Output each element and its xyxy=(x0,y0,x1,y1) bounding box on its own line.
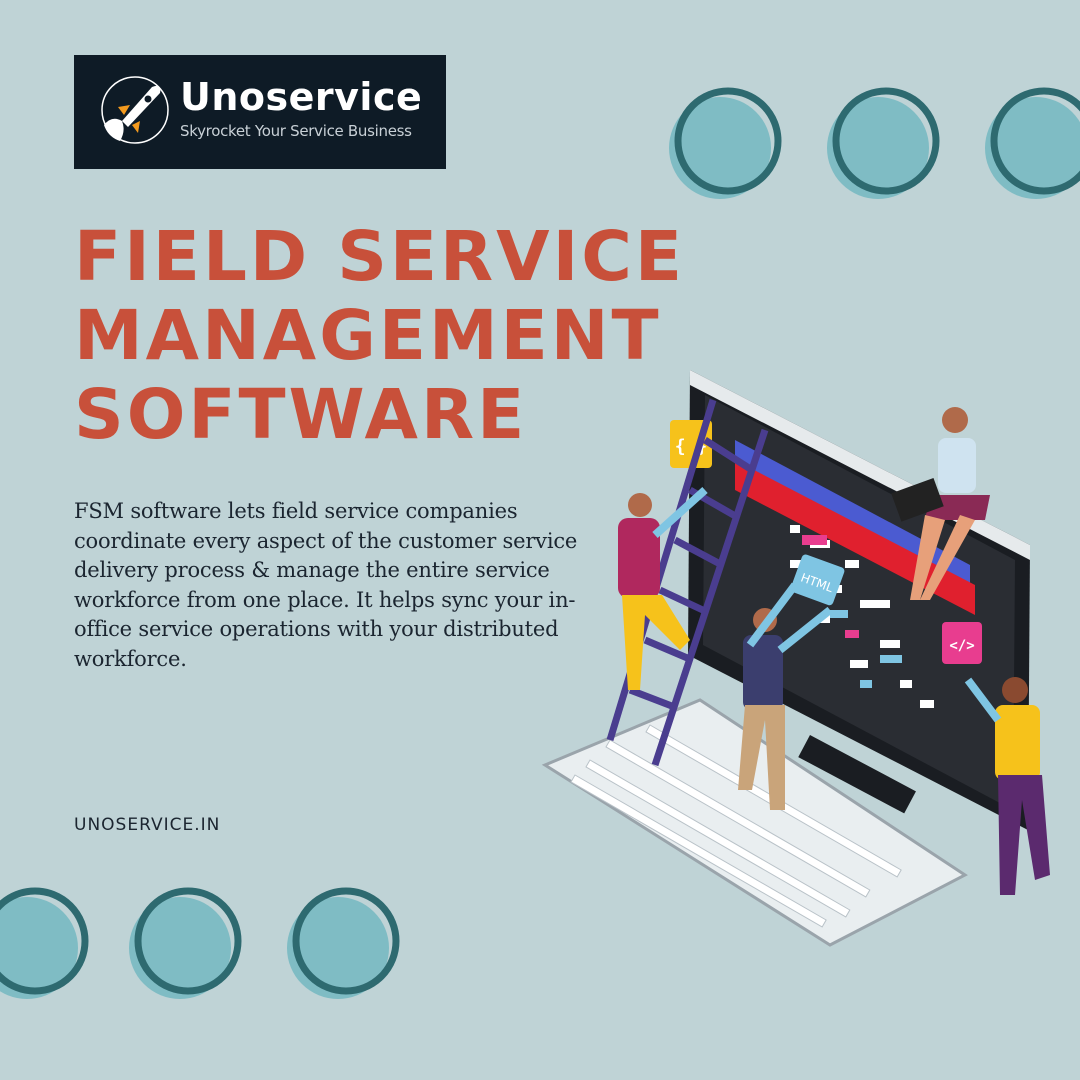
code-tag-badge: </> xyxy=(942,622,982,664)
keyboard xyxy=(541,698,968,947)
title-line-1: FIELD SERVICE xyxy=(74,217,686,297)
circle-bottom-1 xyxy=(0,887,89,999)
html-badge: HTML xyxy=(790,554,845,606)
page-title: FIELD SERVICE MANAGEMENT SOFTWARE xyxy=(74,218,685,455)
brand-name: Unoservice xyxy=(180,75,423,119)
person-right xyxy=(964,677,1050,895)
code-tag-label: </> xyxy=(949,638,974,654)
person-center xyxy=(738,582,833,810)
description: FSM software lets field service companie… xyxy=(74,499,578,671)
title-line-2: MANAGEMENT xyxy=(74,296,662,376)
brand-tagline: Skyrocket Your Service Business xyxy=(180,122,412,140)
illustration: { } </> HTML xyxy=(541,370,1050,947)
circle-top-3 xyxy=(985,87,1080,199)
circle-top-2 xyxy=(827,87,940,199)
logo: Unoservice Skyrocket Your Service Busine… xyxy=(74,55,446,169)
title-line-3: SOFTWARE xyxy=(74,375,528,455)
circle-bottom-2 xyxy=(129,887,242,999)
person-sitting xyxy=(891,407,990,600)
rocket-icon xyxy=(101,76,169,144)
circle-top-1 xyxy=(669,87,782,199)
person-on-ladder xyxy=(618,487,708,690)
circle-bottom-3 xyxy=(287,887,400,999)
website-link[interactable]: UNOSERVICE.IN xyxy=(74,815,221,835)
